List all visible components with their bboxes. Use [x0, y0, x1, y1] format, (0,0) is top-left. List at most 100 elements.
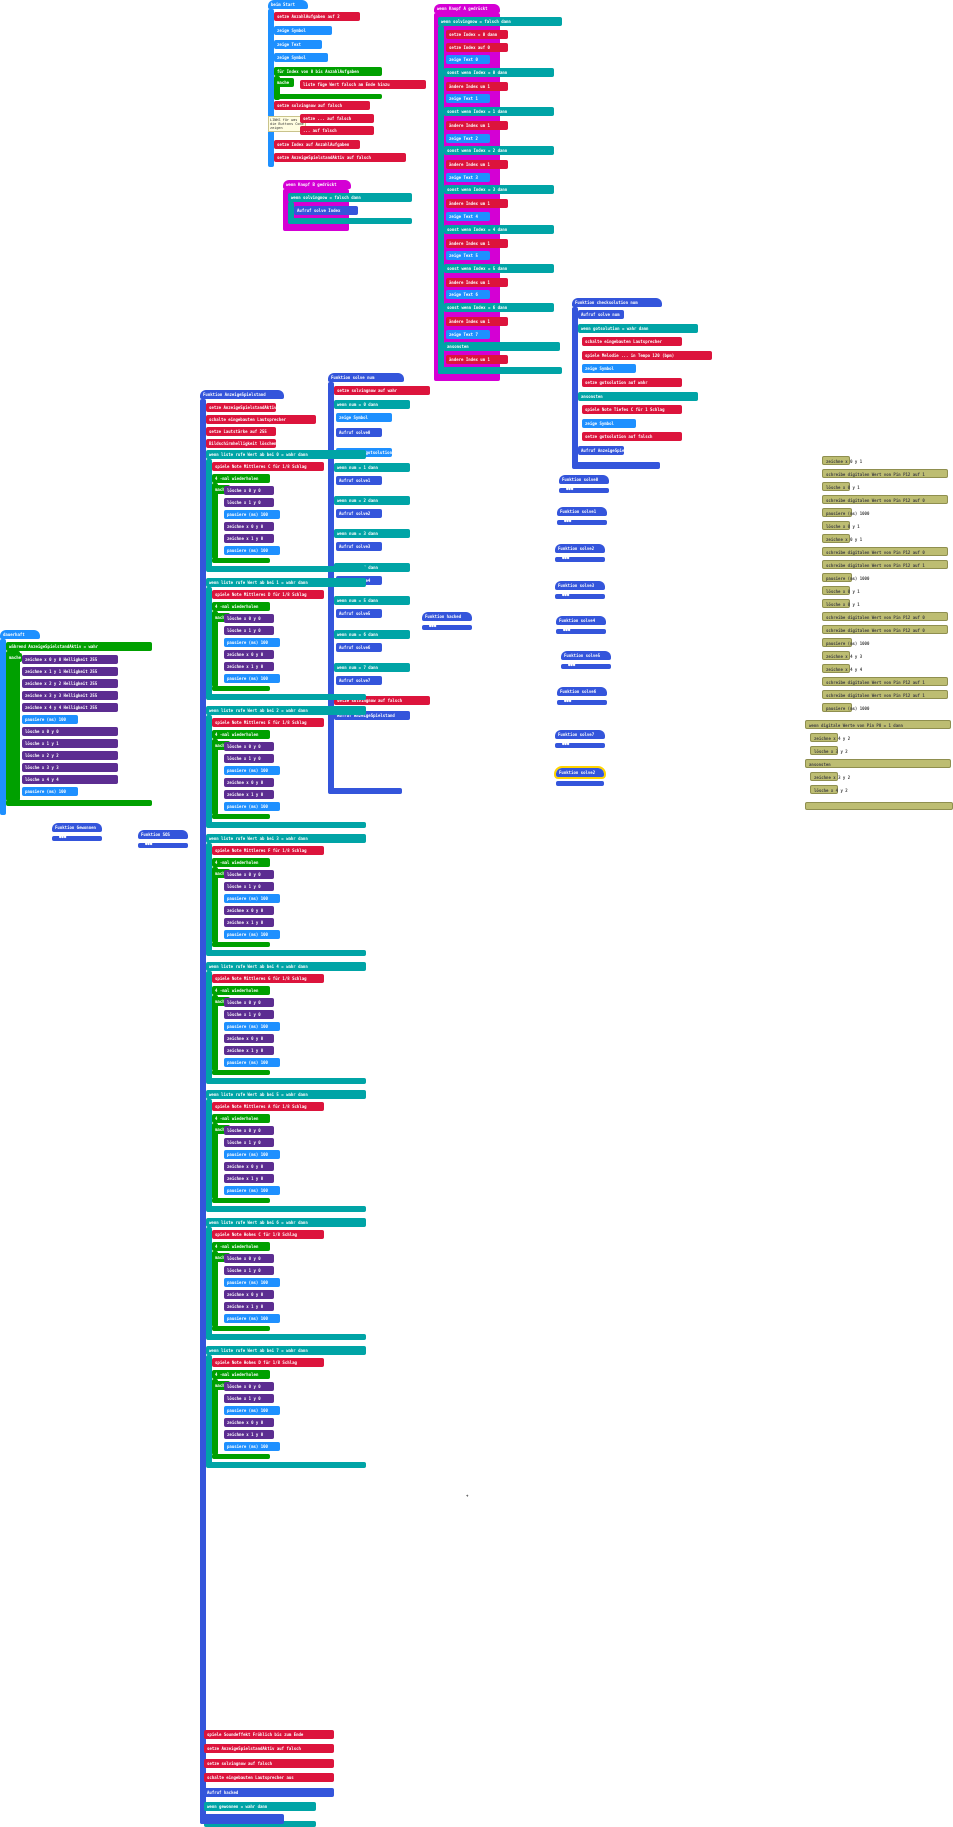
dauer-line-9[interactable]: lösche x 1 y 1	[22, 739, 118, 748]
anzeige-inner-0-0[interactable]: lösche x 0 y 0	[224, 486, 274, 495]
solve-line-18[interactable]: Aufruf solve7	[336, 676, 382, 685]
anzeige-inner-5-1[interactable]: lösche x 1 y 0	[224, 1138, 274, 1147]
solve-line-0[interactable]: setze solvingnow auf wahr	[334, 386, 430, 395]
olive-line-1[interactable]: schreibe digitalen Wert von Pin P12 auf …	[822, 469, 948, 478]
fuer-index-loop[interactable]: für Index von 0 bis AnzahlAufgaben	[274, 67, 382, 76]
dauer-line-13[interactable]: pausiere (ms) 100	[22, 787, 78, 796]
anzeige-note-5[interactable]: spiele Note Mittleres A für 1/8 Schlag	[212, 1102, 324, 1111]
solve-hat[interactable]: Funktion solve num	[328, 373, 404, 382]
anzeige-inner-4-5[interactable]: pausiere (ms) 100	[224, 1058, 280, 1067]
anzeige-note-4[interactable]: spiele Note Mittleres G für 1/8 Schlag	[212, 974, 324, 983]
anzeige-inner-0-3[interactable]: zeichne x 0 y 0	[224, 522, 274, 531]
knopf-a-line-17[interactable]: ändere Index um 1	[446, 238, 508, 248]
knopf-a-line-1[interactable]: setze Index = 0 dann	[446, 30, 508, 39]
check-line-1[interactable]: wenn gotsolution = wahr dann	[578, 323, 698, 333]
anzeige-inner-3-5[interactable]: pausiere (ms) 100	[224, 930, 280, 939]
knopf-a-line-23[interactable]: ändere Index um 1	[446, 317, 508, 326]
solve-line-14[interactable]: Aufruf solve5	[336, 609, 382, 619]
olive-line-6[interactable]: zeichne x 0 y 1	[822, 534, 862, 543]
olive-line-2[interactable]: lösche x 0 y 1	[822, 482, 860, 491]
dauerhaft-hat[interactable]: dauerhaft	[0, 630, 40, 639]
setze-var-falsch-2[interactable]: ... auf falsch	[300, 126, 374, 135]
anzeige-inner-5-3[interactable]: zeichne x 0 y 0	[224, 1162, 274, 1171]
anzeige-wenn-1[interactable]: wenn liste rufe Wert ab bei 1 = wahr dan…	[206, 578, 366, 587]
olive-line-17[interactable]: schreibe digitalen Wert von Pin P12 auf …	[822, 677, 948, 686]
anzeige-wenn-5[interactable]: wenn liste rufe Wert ab bei 5 = wahr dan…	[206, 1090, 366, 1099]
check-line-9[interactable]: setze gotsolution auf falsch	[582, 432, 682, 442]
olive-line-8[interactable]: schreibe digitalen Wert von Pin P12 auf …	[822, 560, 948, 569]
anzeige-repeat-0[interactable]: 4 -mal wiederholen	[212, 474, 270, 483]
anzeige-inner-6-1[interactable]: lösche x 1 y 0	[224, 1266, 274, 1275]
olive-line-15[interactable]: zeichne x 4 y 3	[822, 651, 862, 660]
anzeige-inner-4-0[interactable]: lösche x 0 y 0	[224, 998, 274, 1007]
solve-line-2[interactable]: zeige Symbol	[336, 413, 392, 423]
dauer-line-5[interactable]: zeichne x 3 y 3 Helligkeit 255	[22, 691, 118, 700]
knopf-a-line-25[interactable]: ansonsten	[444, 342, 560, 352]
anzeige-inner-2-1[interactable]: lösche x 1 y 0	[224, 754, 274, 763]
knopf-a-line-20[interactable]: ändere Index um 1	[446, 277, 508, 287]
check-line-0[interactable]: Aufruf solve num	[578, 310, 624, 319]
dauer-line-8[interactable]: lösche x 0 y 0	[22, 727, 118, 736]
anzeige-inner-1-1[interactable]: lösche x 1 y 0	[224, 626, 274, 635]
olive-wenn-line-4[interactable]: zeichne x 3 y 2	[810, 772, 850, 781]
dauer-line-12[interactable]: lösche x 4 y 4	[22, 775, 118, 784]
olive-line-14[interactable]: pausiere (ms) 1000	[822, 638, 869, 647]
anzeige-wenn-0[interactable]: wenn liste rufe Wert ab bei 0 = wahr dan…	[206, 450, 366, 459]
anzeige-inner-1-5[interactable]: pausiere (ms) 100	[224, 674, 280, 683]
knopf-a-hat[interactable]: wenn Knopf A gedrückt	[434, 4, 500, 13]
anzeige-inner-7-3[interactable]: zeichne x 0 y 0	[224, 1418, 274, 1427]
anzeige-note-7[interactable]: spiele Note Hohes D für 1/8 Schlag	[212, 1358, 324, 1367]
knopf-a-line-24[interactable]: zeige Text 7	[446, 329, 490, 339]
olive-wenn-line-3[interactable]: ansonsten	[805, 759, 951, 768]
anzeige-note-3[interactable]: spiele Note Mittleres F für 1/8 Schlag	[212, 846, 324, 855]
anzeige-line-2[interactable]: setze Lautstärke auf 255	[206, 427, 276, 436]
function-block-7[interactable]: Funktion solve7	[555, 730, 605, 739]
check-line-5[interactable]: setze gotsolution auf wahr	[582, 378, 682, 387]
olive-line-13[interactable]: schreibe digitalen Wert von Pin P12 auf …	[822, 625, 948, 634]
knopf-a-line-15[interactable]: zeige Text 4	[446, 212, 490, 221]
solve-line-20[interactable]: Aufruf AnzeigeSpielstand	[334, 710, 410, 720]
check-line-6[interactable]: ansonsten	[578, 391, 698, 401]
olive-wenn-line-5[interactable]: lösche x 4 y 2	[810, 785, 848, 794]
anzeige-wenn-3[interactable]: wenn liste rufe Wert ab bei 3 = wahr dan…	[206, 834, 366, 843]
anzeige-repeat-4[interactable]: 4 -mal wiederholen	[212, 986, 270, 995]
anzeige-repeat-7[interactable]: 4 -mal wiederholen	[212, 1370, 270, 1379]
function-block-8[interactable]: Funktion hacked	[422, 612, 472, 621]
knopf-a-line-5[interactable]: ändere Index um 1	[446, 81, 508, 91]
olive-line-4[interactable]: pausiere (ms) 1000	[822, 508, 869, 517]
knopf-a-line-16[interactable]: sonst wenn Index = 4 dann	[444, 224, 554, 234]
knopf-a-line-26[interactable]: ändere Index um 1	[446, 354, 508, 364]
solve-line-8[interactable]: Aufruf solve2	[336, 509, 382, 518]
olive-wenn-line-1[interactable]: zeichne x 4 y 2	[810, 733, 850, 742]
solve-line-9[interactable]: wenn num = 3 dann	[334, 529, 410, 539]
anzeige-inner-6-3[interactable]: zeichne x 0 y 0	[224, 1290, 274, 1299]
zeige-text[interactable]: zeige Text	[274, 40, 322, 49]
anzeige-note-0[interactable]: spiele Note Mittleres C für 1/8 Schlag	[212, 462, 324, 471]
anzeige-line-0[interactable]: setze AnzeigeSpielstandAktiv auf wahr	[206, 403, 298, 412]
knopf-a-line-11[interactable]: ändere Index um 1	[446, 160, 508, 170]
anzeige-wenn-6[interactable]: wenn liste rufe Wert ab bei 6 = wahr dan…	[206, 1218, 366, 1227]
knopf-a-line-6[interactable]: zeige Text 1	[446, 94, 490, 104]
anzeige-inner-4-1[interactable]: lösche x 1 y 0	[224, 1010, 274, 1019]
anzeige-inner-0-2[interactable]: pausiere (ms) 100	[224, 510, 280, 519]
liste-fuege-wert[interactable]: liste füge Wert falsch am Ende hinzu	[300, 80, 426, 89]
function-block-selected[interactable]: Funktion solve2	[554, 766, 606, 779]
solve-line-13[interactable]: wenn num = 5 dann	[334, 596, 410, 606]
olive-line-12[interactable]: schreibe digitalen Wert von Pin P12 auf …	[822, 612, 948, 621]
anzeige-tail-0[interactable]: spiele Soundeffekt Fröhlich bis zum Ende	[204, 1730, 334, 1739]
knopf-a-line-14[interactable]: ändere Index um 1	[446, 199, 508, 209]
zeige-symbol-2[interactable]: zeige Symbol	[274, 53, 328, 62]
solve-line-3[interactable]: Aufruf solve0	[336, 427, 382, 437]
function-block-1[interactable]: Funktion solve1	[557, 507, 607, 516]
solve-line-6[interactable]: Aufruf solve1	[336, 475, 382, 485]
setze-anzeige-aktiv[interactable]: setze AnzeigeSpielstandAktiv auf falsch	[274, 153, 406, 162]
setze-var-falsch-1[interactable]: setze ... auf falsch	[300, 114, 374, 123]
anzeige-inner-1-4[interactable]: zeichne x 1 y 0	[224, 662, 274, 671]
dauer-line-6[interactable]: zeichne x 4 y 4 Helligkeit 255	[22, 703, 118, 712]
anzeige-inner-1-2[interactable]: pausiere (ms) 100	[224, 638, 280, 647]
anzeige-line-1[interactable]: schalte eingebauten Lautsprecher	[206, 415, 316, 424]
setze-index[interactable]: setze Index auf AnzahlAufgaben	[274, 140, 360, 149]
anzeige-inner-1-3[interactable]: zeichne x 0 y 0	[224, 650, 274, 659]
solve-line-16[interactable]: Aufruf solve6	[336, 642, 382, 652]
dauer-line-11[interactable]: lösche x 3 y 3	[22, 763, 118, 772]
